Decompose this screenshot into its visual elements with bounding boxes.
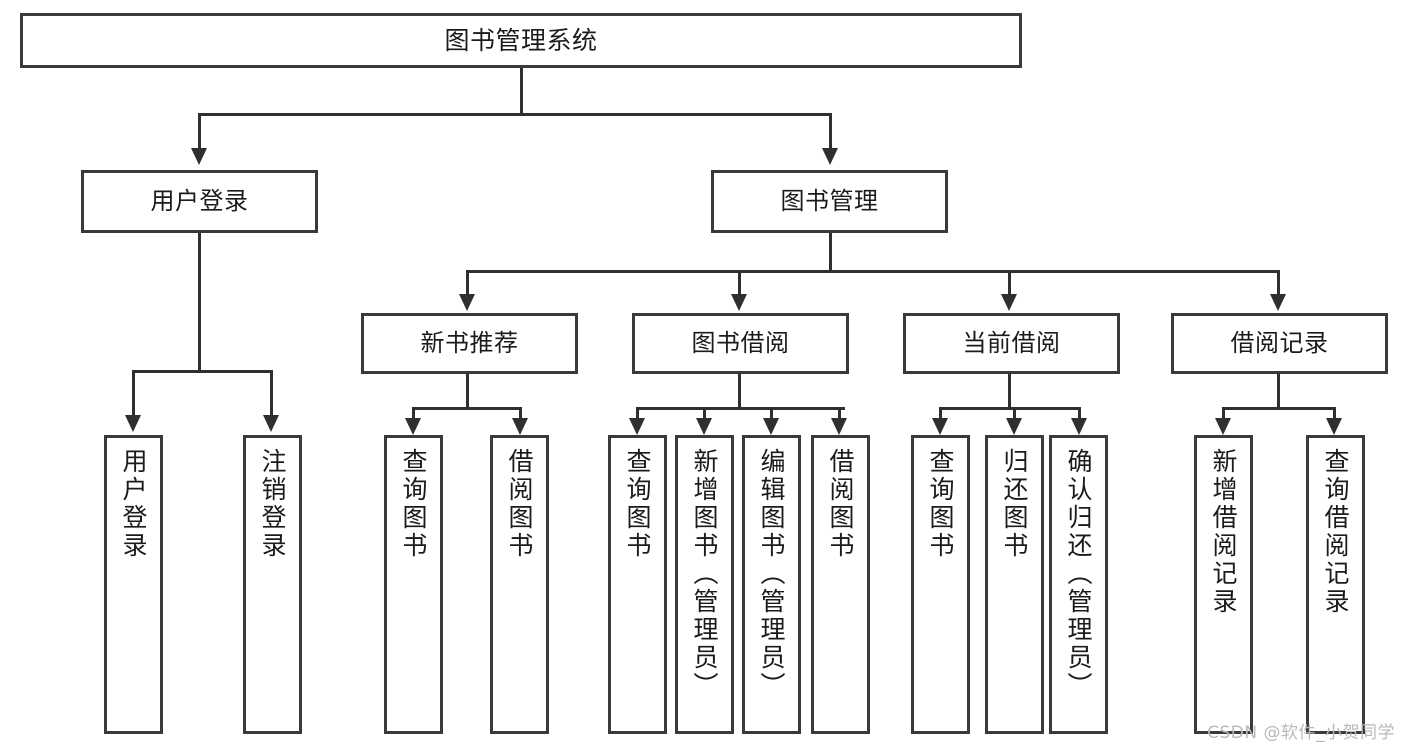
node-borrow-record[interactable]: 借阅记录 bbox=[1171, 313, 1388, 374]
node-new-book-recommend[interactable]: 新书推荐 bbox=[361, 313, 578, 374]
connector-user-login-leaf-2 bbox=[270, 370, 273, 415]
arrow-down-icon bbox=[731, 294, 747, 311]
connector-root-bus bbox=[198, 113, 832, 116]
node-label: 注销登录 bbox=[258, 448, 287, 560]
connector-book-management-stem bbox=[829, 233, 832, 270]
connector-book-borrow-stem bbox=[738, 374, 741, 407]
connector-user-login-bus bbox=[132, 370, 271, 373]
leaf-book-borrow-query-book[interactable]: 查询图书 bbox=[608, 435, 667, 734]
arrow-down-icon bbox=[629, 418, 645, 435]
arrow-down-icon bbox=[459, 294, 475, 311]
node-label: 归还图书 bbox=[1000, 448, 1029, 560]
leaf-current-borrow-return-book[interactable]: 归还图书 bbox=[985, 435, 1044, 734]
connector-cb-leaf-1 bbox=[939, 407, 942, 418]
node-label: 新书推荐 bbox=[420, 329, 519, 358]
connector-bb-leaf-3 bbox=[770, 407, 773, 418]
leaf-current-borrow-query-book[interactable]: 查询图书 bbox=[911, 435, 970, 734]
arrow-down-icon bbox=[822, 148, 838, 165]
node-label: 新增借阅记录 bbox=[1209, 448, 1238, 616]
node-label: 用户登录 bbox=[150, 187, 249, 216]
connector-cb-leaf-2 bbox=[1013, 407, 1016, 418]
connector-br-leaf-2 bbox=[1333, 407, 1336, 418]
node-label: 查询借阅记录 bbox=[1321, 448, 1350, 616]
leaf-user-login-logout[interactable]: 注销登录 bbox=[243, 435, 302, 734]
arrow-down-icon bbox=[932, 418, 948, 435]
node-label: 确认归还（管理员） bbox=[1064, 448, 1093, 700]
connector-cb-leaf-3 bbox=[1078, 407, 1081, 418]
node-label: 查询图书 bbox=[623, 448, 652, 560]
connector-bb-leaf-2 bbox=[703, 407, 706, 418]
connector-to-new-book-recommend bbox=[466, 270, 469, 294]
node-label: 新增图书（管理员） bbox=[690, 448, 719, 700]
leaf-book-borrow-edit-book-admin[interactable]: 编辑图书（管理员） bbox=[742, 435, 801, 734]
node-label: 查询图书 bbox=[926, 448, 955, 560]
connector-new-book-recommend-bus bbox=[412, 407, 522, 410]
connector-to-book-borrow bbox=[738, 270, 741, 294]
node-current-borrow[interactable]: 当前借阅 bbox=[903, 313, 1120, 374]
arrow-down-icon bbox=[1071, 418, 1087, 435]
connector-user-login-stem bbox=[198, 233, 201, 370]
arrow-down-icon bbox=[1006, 418, 1022, 435]
connector-user-login-leaf-1 bbox=[132, 370, 135, 415]
connector-level2-bus bbox=[466, 270, 1277, 273]
connector-to-current-borrow bbox=[1008, 270, 1011, 294]
connector-new-book-recommend-stem bbox=[466, 374, 469, 407]
leaf-new-book-query-book[interactable]: 查询图书 bbox=[384, 435, 443, 734]
node-label: 查询图书 bbox=[399, 448, 428, 560]
arrow-down-icon bbox=[1215, 418, 1231, 435]
arrow-down-icon bbox=[1001, 294, 1017, 311]
connector-root-to-user-login bbox=[198, 113, 201, 148]
node-book-borrow[interactable]: 图书借阅 bbox=[632, 313, 849, 374]
node-label: 借阅图书 bbox=[505, 448, 534, 560]
arrow-down-icon bbox=[512, 418, 528, 435]
node-label: 图书借阅 bbox=[691, 329, 790, 358]
connector-current-borrow-stem bbox=[1008, 374, 1011, 407]
leaf-new-book-borrow-book[interactable]: 借阅图书 bbox=[490, 435, 549, 734]
csdn-watermark: CSDN @软件_小贺同学 bbox=[1207, 723, 1395, 743]
leaf-borrow-record-query-record[interactable]: 查询借阅记录 bbox=[1306, 435, 1365, 734]
arrow-down-icon bbox=[125, 415, 141, 432]
node-label: 用户登录 bbox=[119, 448, 148, 560]
node-label: 图书管理系统 bbox=[444, 25, 598, 55]
node-user-login[interactable]: 用户登录 bbox=[81, 170, 318, 233]
connector-nbr-leaf-2 bbox=[519, 407, 522, 418]
arrow-down-icon bbox=[405, 418, 421, 435]
leaf-borrow-record-add-record[interactable]: 新增借阅记录 bbox=[1194, 435, 1253, 734]
node-book-management[interactable]: 图书管理 bbox=[711, 170, 948, 233]
arrow-down-icon bbox=[831, 418, 847, 435]
leaf-user-login-login[interactable]: 用户登录 bbox=[104, 435, 163, 734]
node-label: 图书管理 bbox=[780, 187, 879, 216]
connector-book-borrow-bus bbox=[636, 407, 845, 410]
node-root-book-management-system[interactable]: 图书管理系统 bbox=[20, 13, 1022, 68]
connector-nbr-leaf-1 bbox=[412, 407, 415, 418]
arrow-down-icon bbox=[191, 148, 207, 165]
connector-to-borrow-record bbox=[1277, 270, 1280, 294]
connector-borrow-record-stem bbox=[1277, 374, 1280, 407]
arrow-down-icon bbox=[763, 418, 779, 435]
node-label: 借阅图书 bbox=[826, 448, 855, 560]
leaf-current-borrow-confirm-return-admin[interactable]: 确认归还（管理员） bbox=[1049, 435, 1108, 734]
connector-bb-leaf-1 bbox=[636, 407, 639, 418]
node-label: 编辑图书（管理员） bbox=[757, 448, 786, 700]
leaf-book-borrow-add-book-admin[interactable]: 新增图书（管理员） bbox=[675, 435, 734, 734]
arrow-down-icon bbox=[1270, 294, 1286, 311]
arrow-down-icon bbox=[696, 418, 712, 435]
node-label: 借阅记录 bbox=[1230, 329, 1329, 358]
connector-current-borrow-bus bbox=[939, 407, 1081, 410]
connector-br-leaf-1 bbox=[1222, 407, 1225, 418]
node-label: 当前借阅 bbox=[962, 329, 1061, 358]
connector-root-stem bbox=[520, 68, 523, 113]
connector-bb-leaf-4 bbox=[838, 407, 841, 418]
arrow-down-icon bbox=[1326, 418, 1342, 435]
leaf-book-borrow-borrow-book[interactable]: 借阅图书 bbox=[811, 435, 870, 734]
connector-root-to-book-management bbox=[829, 113, 832, 148]
arrow-down-icon bbox=[263, 415, 279, 432]
connector-borrow-record-bus bbox=[1222, 407, 1336, 410]
